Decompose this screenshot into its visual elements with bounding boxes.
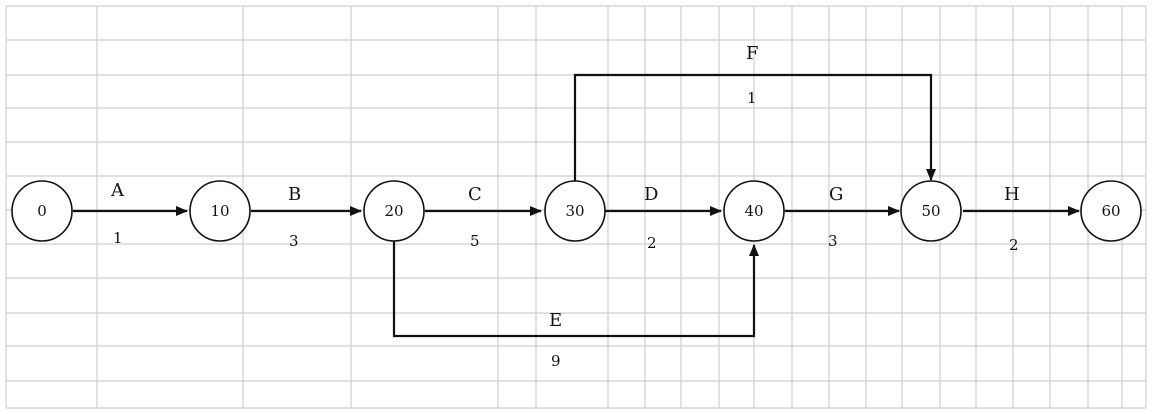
node-40: 40 <box>723 180 785 242</box>
activity-duration-C: 5 <box>470 232 480 250</box>
activity-labels: A 1 B 3 C 5 D 2 E 9 F 1 G 3 H 2 <box>110 43 1020 370</box>
activity-duration-B: 3 <box>289 232 299 250</box>
node-10: 10 <box>189 180 251 242</box>
edge-E <box>392 241 759 338</box>
activity-name-D: D <box>644 184 658 205</box>
activity-duration-H: 2 <box>1009 236 1019 254</box>
activity-name-C: C <box>468 184 482 205</box>
node-label-30: 30 <box>565 202 584 220</box>
node-label-50: 50 <box>921 202 940 220</box>
node-label-40: 40 <box>744 202 763 220</box>
edges <box>73 73 1080 338</box>
node-30: 30 <box>544 180 606 242</box>
activity-duration-D: 2 <box>647 234 657 252</box>
nodes: 0 10 20 30 40 50 60 <box>11 180 1142 242</box>
activity-duration-E: 9 <box>551 352 561 370</box>
node-label-10: 10 <box>210 202 229 220</box>
activity-name-H: H <box>1004 184 1020 205</box>
node-20: 20 <box>363 180 425 242</box>
activity-name-B: B <box>288 184 301 205</box>
node-50: 50 <box>900 180 962 242</box>
activity-name-E: E <box>549 310 562 331</box>
node-label-0: 0 <box>37 202 47 220</box>
activity-name-F: F <box>746 43 759 64</box>
activity-name-A: A <box>110 180 125 201</box>
activity-duration-F: 1 <box>747 89 757 107</box>
node-0: 0 <box>11 180 73 242</box>
node-60: 60 <box>1080 180 1142 242</box>
activity-name-G: G <box>829 184 843 205</box>
activity-duration-G: 3 <box>828 232 838 250</box>
node-label-60: 60 <box>1101 202 1120 220</box>
activity-duration-A: 1 <box>113 229 123 247</box>
edge-F <box>573 73 936 181</box>
node-label-20: 20 <box>384 202 403 220</box>
